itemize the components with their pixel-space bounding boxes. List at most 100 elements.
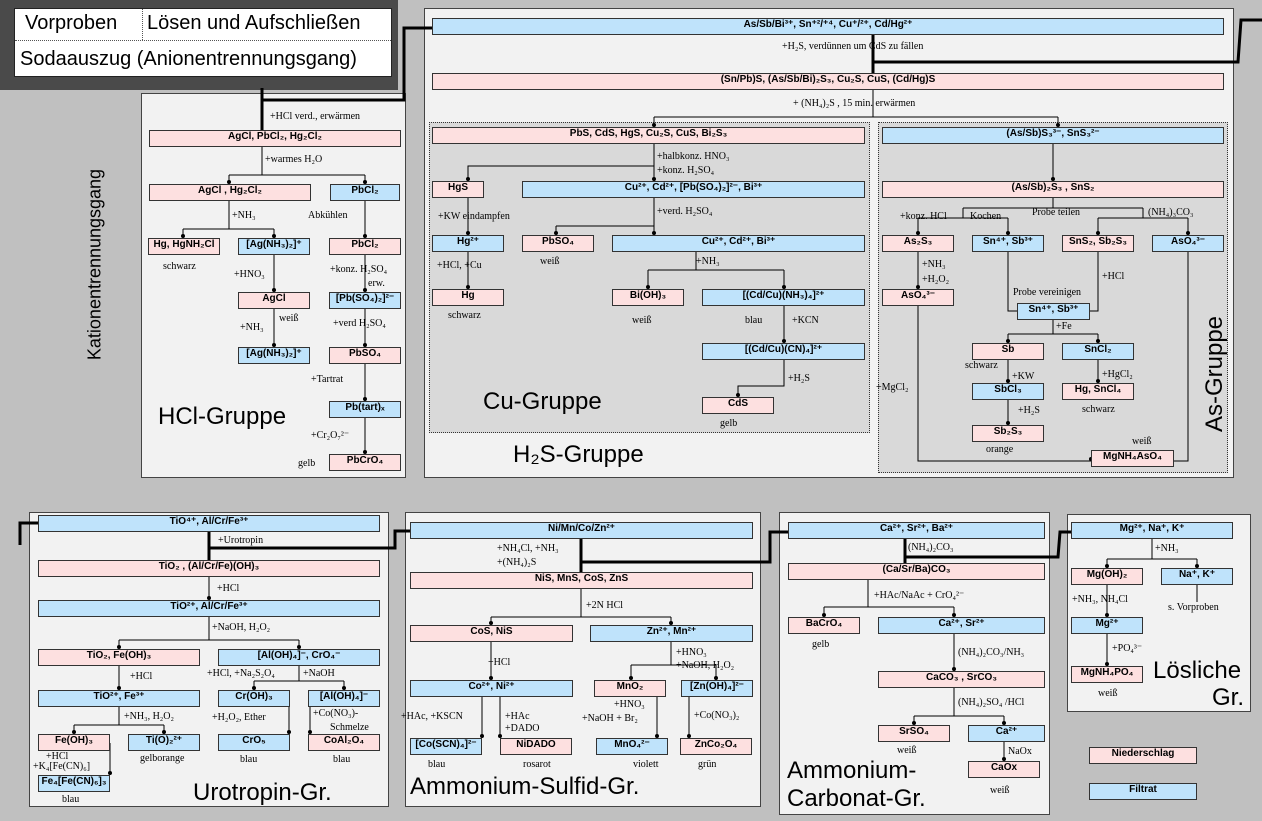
filtrat-box: PbCl₂	[330, 184, 400, 201]
reagent-label: grün	[698, 759, 717, 770]
niederschlag-box: AgCl , Hg₂Cl₂	[149, 184, 311, 201]
reagent-label: weiß	[990, 785, 1010, 796]
reagent-label: +NH₃	[240, 322, 264, 333]
arrowhead-icon	[652, 177, 656, 181]
group-transfer-line	[209, 529, 410, 550]
loesen-link[interactable]: Lösen und Aufschließen	[147, 12, 361, 34]
h2s-title: H₂S-Gruppe	[513, 441, 644, 468]
sodaauszug-link[interactable]: Sodaauszug (Anionentrennungsgang)	[20, 48, 357, 70]
reagent-label: +KCN	[792, 315, 819, 326]
reagent-label: Abkühlen	[308, 210, 348, 221]
connector-line	[1007, 252, 1017, 312]
reagent-label: +HCl verd., erwärmen	[270, 111, 361, 122]
reagent-label: weiß	[632, 315, 652, 326]
reagent-label: +HNO₃	[614, 699, 645, 710]
arrowhead-icon	[108, 771, 112, 775]
loesliche-title-1: Lösliche	[1153, 657, 1242, 684]
filtrat-box: Ti(O)₂²⁺	[128, 734, 200, 751]
arrowhead-icon	[952, 613, 956, 617]
reagent-label: +Cr₂O₇²⁻	[311, 430, 350, 441]
arrowhead-icon	[916, 285, 920, 289]
niederschlag-box: CdS	[702, 397, 774, 414]
niederschlag-box: PbSO₄	[522, 235, 594, 252]
arrowhead-icon	[466, 285, 470, 289]
filtrat-box: AsO₄³⁻	[1152, 235, 1224, 252]
legend-niederschlag: Niederschlag	[1089, 747, 1197, 764]
reagent-label: +NH₄Cl, +NH₃	[497, 543, 559, 554]
niederschlag-box: MgNH₄AsO₄	[1091, 450, 1174, 467]
filtrat-box: Hg²⁺	[432, 235, 504, 252]
reagent-label: +NaOH, H₂O₂	[676, 660, 735, 671]
filtrat-box: Mg²⁺, Na⁺, K⁺	[1071, 522, 1233, 539]
niederschlag-box: CaOx	[968, 761, 1040, 778]
reagent-label: +HCl	[488, 657, 511, 668]
filtrat-box: [Al(OH)₄]⁻	[308, 690, 380, 707]
reagent-label: schwarz	[163, 261, 196, 272]
divider	[15, 40, 391, 41]
reagent-label: +NH₃	[1155, 543, 1179, 554]
reagent-label: +NaOH	[303, 668, 335, 679]
reagent-label: +HCl	[1102, 271, 1125, 282]
arrowhead-icon	[1006, 379, 1010, 383]
reagent-label: +H₂S, verdünnen um CdS zu fällen	[782, 41, 924, 52]
header-panel: Vorproben Lösen und Aufschließen Sodaaus…	[0, 0, 398, 90]
arrowhead-icon	[117, 645, 121, 649]
reagent-label: + (NH₄)₂S , 15 min. erwärmen	[793, 98, 916, 109]
legend-filtrat: Filtrat	[1089, 783, 1197, 800]
arrowhead-icon	[1195, 564, 1199, 568]
reagent-label: gelb	[812, 639, 830, 650]
niederschlag-box: Sb₂S₃	[972, 425, 1044, 442]
arrowhead-icon	[342, 686, 346, 690]
reagent-label: Probe teilen	[1032, 207, 1081, 218]
filtrat-box: Na⁺, K⁺	[1161, 568, 1233, 585]
loesliche-title-2: Gr.	[1212, 684, 1245, 711]
arrowhead-icon	[1096, 231, 1100, 235]
filtrat-box: Cr(OH)₃	[218, 690, 290, 707]
reagent-label: schwarz	[1082, 404, 1115, 415]
niederschlag-box: NiDADO	[500, 738, 572, 755]
filtrat-box: Fe₄[Fe(CN)₆]₃	[38, 775, 110, 792]
reagent-label: +HAc	[505, 711, 530, 722]
filtrat-box: SbCl₃	[972, 383, 1044, 400]
reagent-label: +konz. H₂SO₄	[330, 264, 388, 275]
reagent-label: +KW	[1012, 371, 1035, 382]
reagent-label: +HCl	[217, 583, 240, 594]
filtrat-box: CrO₅	[218, 734, 290, 751]
arrowhead-icon	[363, 343, 367, 347]
carbonat-title-2: Carbonat-Gr.	[787, 785, 926, 812]
vorproben-link[interactable]: Vorproben	[25, 12, 118, 34]
reagent-label: +konz. HCl	[900, 211, 947, 222]
panel-loesliche	[1067, 514, 1251, 712]
group-transfer-line	[873, 18, 1262, 64]
reagent-label: +Co(NO₃)₂	[694, 710, 740, 721]
filtrat-box: SnCl₂	[1062, 343, 1134, 360]
niederschlag-box: CoAl₂O₄	[308, 734, 380, 751]
carbonat-title-1: Ammonium-	[787, 757, 917, 784]
reagent-label: +NH₃	[232, 210, 256, 221]
arrowhead-icon	[363, 180, 367, 184]
arrowhead-icon	[1002, 721, 1006, 725]
hcl-title: HCl-Gruppe	[158, 403, 287, 430]
arrowhead-icon	[655, 734, 659, 738]
reagent-label: +H₂S	[788, 373, 810, 384]
arrowhead-icon	[162, 730, 166, 734]
filtrat-box: [Pb(SO₄)₂]²⁻	[329, 292, 401, 309]
group-transfer-line	[581, 530, 788, 564]
reagent-label: (NH₄)₂CO₃/NH₃	[958, 647, 1025, 658]
niederschlag-box: PbCl₂	[329, 238, 401, 255]
arrowhead-icon	[272, 343, 276, 347]
arrowhead-icon	[822, 613, 826, 617]
niederschlag-box: (Sn/Pb)S, (As/Sb/Bi)₂S₃, Cu₂S, CuS, (Cd/…	[432, 73, 1224, 90]
arrowhead-icon	[1105, 662, 1109, 666]
reagent-label: (NH₄)₂CO₃	[908, 542, 954, 553]
filtrat-box: Sn⁴⁺, Sb³⁺	[972, 235, 1044, 252]
niederschlag-box: Mg(OH)₂	[1071, 568, 1143, 585]
arrowhead-icon	[1096, 379, 1100, 383]
arrowhead-icon	[1006, 421, 1010, 425]
reagent-label: +HCl, +Cu	[437, 260, 482, 271]
arrowhead-icon	[272, 234, 276, 238]
filtrat-box: Pb(tart)ₓ	[329, 401, 401, 418]
reagent-label: +konz. H₂SO₄	[657, 165, 715, 176]
niederschlag-box: HgS	[432, 181, 484, 198]
